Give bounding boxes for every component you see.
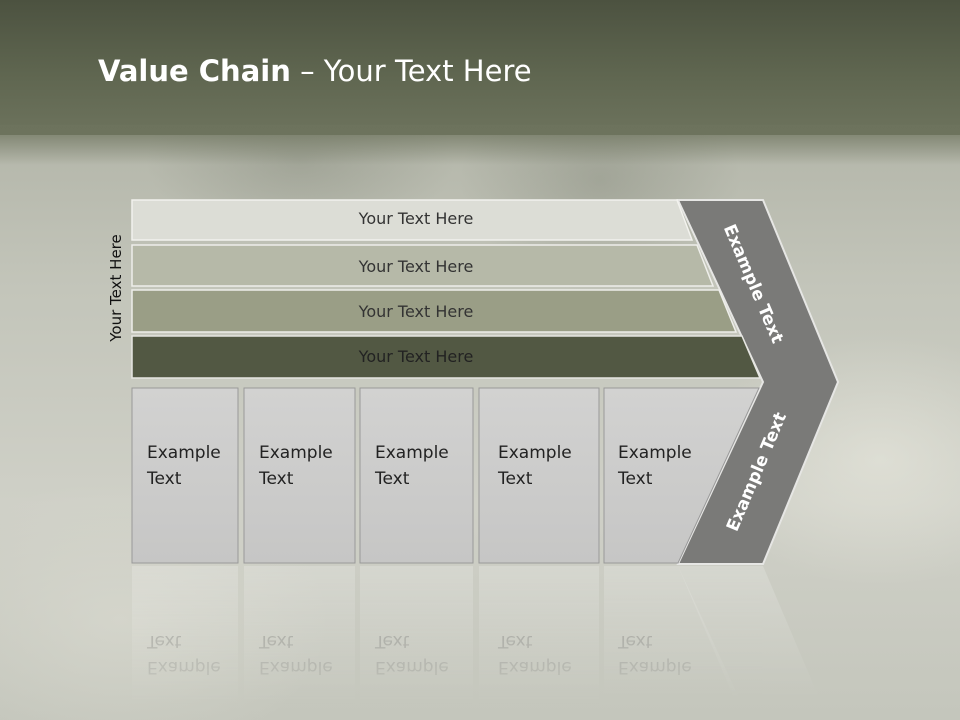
box-5-reflection-line2: Text <box>618 631 653 651</box>
bar-label-2: Your Text Here <box>358 257 474 276</box>
box-4-reflection: Example Text <box>498 628 572 680</box>
box-3-reflection-line1: Example <box>375 657 449 677</box>
bar-1 <box>131 199 694 241</box>
reflection-labels: Example Text Example Text Example Text Exam… <box>132 566 852 720</box>
box-4 <box>478 387 600 564</box>
box-1 <box>131 387 239 564</box>
header-band <box>0 0 960 135</box>
box-4-reflection-line2: Text <box>498 631 533 651</box>
box-2-line1: Example <box>259 443 333 463</box>
box-5 <box>603 387 760 564</box>
box-1-reflection-line1: Example <box>147 657 221 677</box>
title-rest: – Your Text Here <box>290 54 532 88</box>
box-5-line1: Example <box>618 443 692 463</box>
box-2-reflection: Example Text <box>259 628 333 680</box>
box-1-line2: Text <box>147 469 182 489</box>
box-4-reflection-line1: Example <box>498 657 572 677</box>
box-2-reflection-line1: Example <box>259 657 333 677</box>
box-2-line2: Text <box>259 469 294 489</box>
box-1-reflection: Example Text <box>147 628 221 680</box>
box-5-line2: Text <box>618 469 653 489</box>
bar-3 <box>131 289 738 333</box>
box-4-line1: Example <box>498 443 572 463</box>
box-3-reflection: Example Text <box>375 628 449 680</box>
bar-label-1: Your Text Here <box>358 209 474 228</box>
title-bold: Value Chain <box>98 54 291 88</box>
box-3-line2: Text <box>375 469 410 489</box>
box-4-line2: Text <box>498 469 533 489</box>
box-3-line1: Example <box>375 443 449 463</box>
box-2-reflection-line2: Text <box>259 631 294 651</box>
header-fade <box>0 125 960 165</box>
slide-title: Value Chain – Your Text Here <box>98 54 532 88</box>
bar-2 <box>131 244 715 287</box>
box-3 <box>359 387 474 564</box>
box-5-reflection-line1: Example <box>618 657 692 677</box>
box-5-reflection: Example Text <box>618 628 692 680</box>
bar-label-4: Your Text Here <box>358 347 474 366</box>
bar-4 <box>131 335 762 379</box>
box-1-line1: Example <box>147 443 221 463</box>
chevron-arrow <box>676 199 840 565</box>
box-1-reflection-line2: Text <box>147 631 182 651</box>
bar-label-3: Your Text Here <box>358 302 474 321</box>
reflection-group <box>132 566 820 706</box>
box-3-reflection-line2: Text <box>375 631 410 651</box>
box-2 <box>243 387 356 564</box>
